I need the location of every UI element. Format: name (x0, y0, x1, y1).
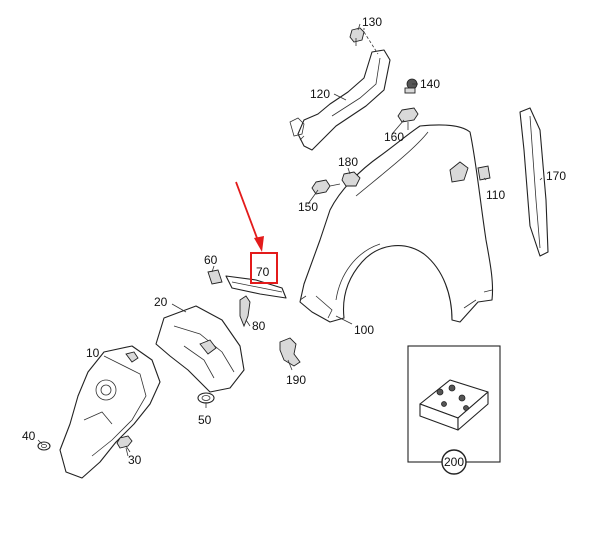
part-180-clip[interactable] (341, 171, 361, 187)
callout-80: 80 (252, 319, 266, 333)
callout-150: 150 (298, 200, 318, 214)
leader-lines (37, 23, 543, 453)
callout-160: 160 (384, 130, 404, 144)
part-80-rivet[interactable] (239, 295, 251, 328)
callout-130: 130 (362, 15, 382, 29)
callout-200-badge: 200 (441, 449, 467, 475)
part-20-liner[interactable] (155, 305, 245, 393)
callout-70: 70 (256, 265, 270, 279)
part-30-screw[interactable] (116, 435, 133, 457)
callout-40: 40 (22, 429, 36, 443)
callout-180: 180 (338, 155, 358, 169)
part-10-wheel-liner[interactable] (59, 345, 161, 479)
callout-30: 30 (128, 453, 142, 467)
callout-140: 140 (420, 77, 440, 91)
callout-200: 200 (444, 455, 464, 469)
part-60-clip[interactable] (207, 269, 223, 285)
callout-20: 20 (154, 295, 168, 309)
callout-170: 170 (546, 169, 566, 183)
part-160-bolt[interactable] (397, 107, 419, 130)
part-150-screw[interactable] (311, 179, 341, 195)
part-100-fender[interactable] (299, 124, 494, 323)
part-140-screw[interactable] (404, 78, 418, 94)
part-130-clip[interactable] (349, 27, 365, 46)
highlight-arrow (235, 181, 264, 252)
part-110-clip[interactable] (477, 165, 491, 181)
part-40-washer[interactable] (37, 441, 51, 451)
part-200-kit-box[interactable] (407, 345, 501, 463)
callout-110: 110 (486, 188, 505, 202)
callout-10: 10 (86, 346, 100, 360)
callout-190: 190 (286, 373, 306, 387)
callout-120: 120 (310, 87, 330, 101)
highlight-box (250, 252, 278, 284)
callout-100: 100 (354, 323, 374, 337)
callout-50: 50 (198, 413, 212, 427)
part-120-bracket[interactable] (289, 31, 391, 151)
part-50-grommet[interactable] (197, 392, 215, 404)
part-170-trim[interactable] (519, 107, 549, 257)
part-70-molding[interactable] (225, 275, 287, 299)
part-190-bracket[interactable] (279, 337, 301, 367)
callout-60: 60 (204, 253, 218, 267)
